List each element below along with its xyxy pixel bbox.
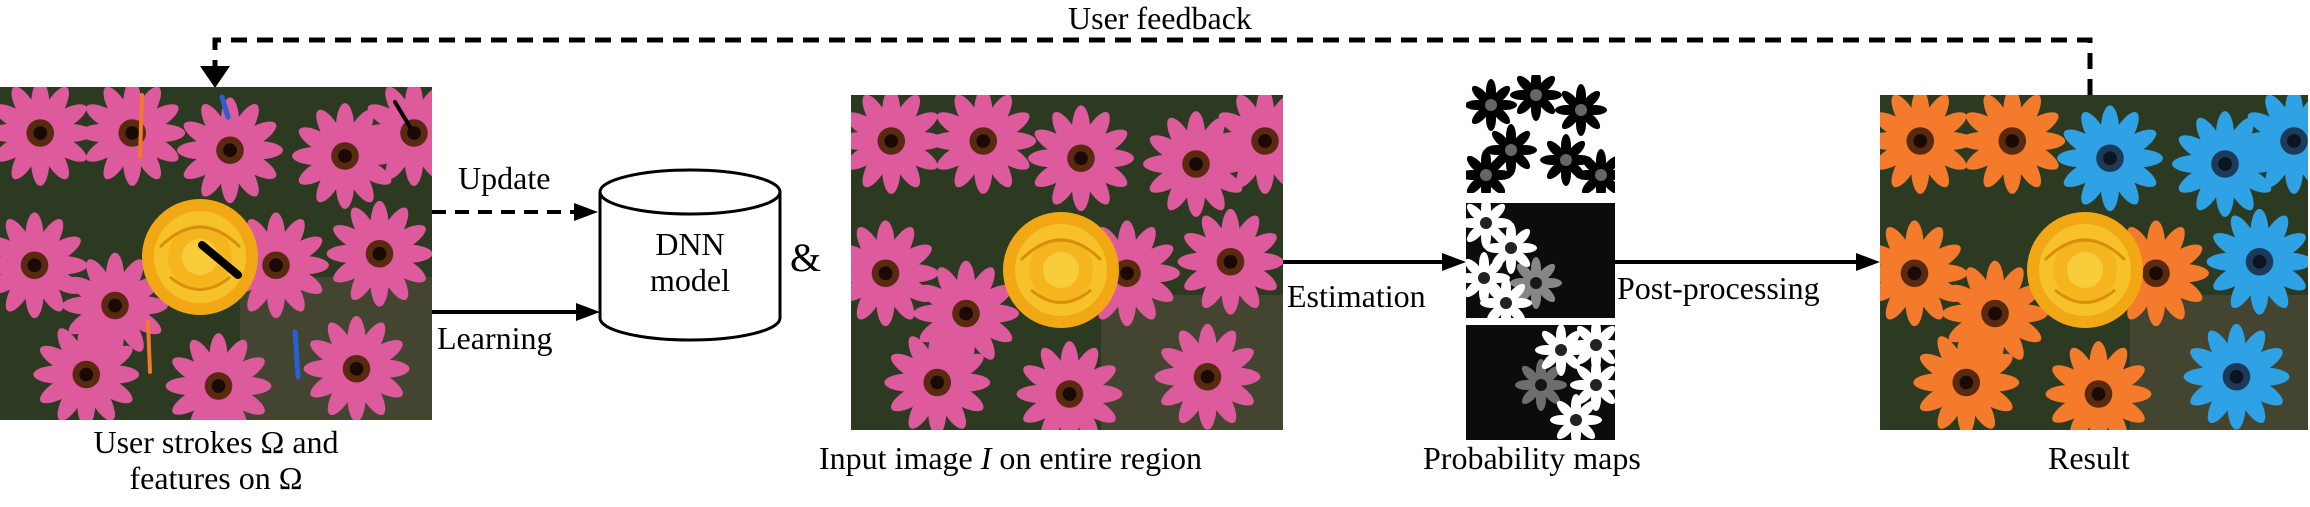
dnn-label-line2: model (650, 262, 730, 298)
input-caption: Input image I on entire region (819, 440, 1202, 476)
probability-map-1 (1466, 75, 1615, 193)
input-caption-suffix: on entire region (991, 440, 1202, 476)
postprocessing-label: Post-processing (1617, 270, 1820, 306)
strokes-caption-line2: features on Ω (129, 460, 303, 496)
learning-label: Learning (437, 320, 553, 356)
database-cylinder-icon (598, 168, 782, 342)
probability-caption: Probability maps (1423, 440, 1641, 476)
input-image (851, 95, 1283, 430)
input-caption-symbol: I (980, 440, 992, 476)
ampersand: & (790, 235, 822, 280)
feedback-arrow (212, 37, 2093, 95)
user-strokes-image (0, 87, 432, 420)
input-caption-prefix: Input image (819, 440, 981, 476)
probability-map-2 (1466, 203, 1615, 318)
dnn-label: DNN model (620, 226, 760, 298)
strokes-caption-line1: User strokes Ω and (93, 424, 339, 460)
result-caption: Result (2048, 440, 2130, 476)
user-feedback-label: User feedback (1068, 0, 1252, 36)
user-stroke-icon (138, 93, 412, 380)
feedback-arrowhead (200, 66, 230, 88)
dnn-label-line1: DNN (655, 226, 725, 262)
result-image (1880, 95, 2308, 430)
update-label: Update (458, 160, 551, 196)
probability-map-3 (1466, 325, 1615, 440)
estimation-label: Estimation (1287, 278, 1426, 314)
strokes-caption: User strokes Ω and features on Ω (30, 424, 402, 496)
